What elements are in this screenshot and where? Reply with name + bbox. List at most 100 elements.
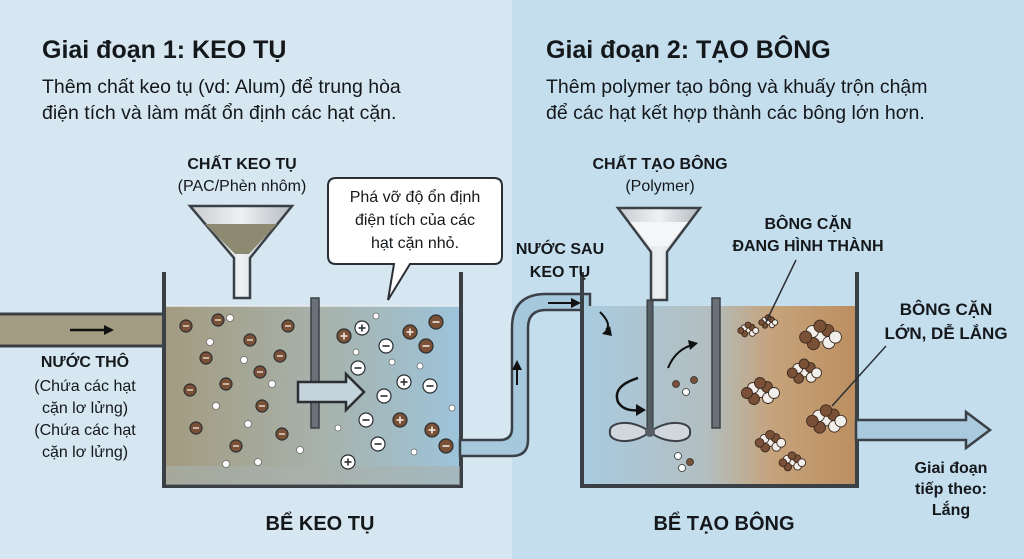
flow-arrow-icon	[599, 311, 612, 336]
charged-particle	[438, 438, 454, 454]
small-particle	[672, 380, 680, 388]
next-stage-line: Giai đoạn	[914, 460, 988, 477]
particle	[273, 349, 287, 363]
charged-particle	[370, 436, 386, 452]
large-floc-line: LỚN, DỄ LẮNG	[884, 324, 1008, 343]
floc-forming-line: BÔNG CẶN	[764, 216, 852, 233]
charged-particle	[350, 360, 366, 376]
particle	[253, 365, 267, 379]
bubble-line: điện tích của các	[354, 212, 476, 229]
small-particle	[674, 452, 682, 460]
charged-particle	[422, 378, 438, 394]
raw-water-label: NƯỚC THÔ	[40, 354, 130, 371]
next-stage-line: tiếp theo:	[915, 481, 987, 498]
floc-cluster	[786, 358, 822, 384]
floc-forming-line: ĐANG HÌNH THÀNH	[732, 238, 884, 255]
particle	[219, 377, 233, 391]
small-particle	[334, 424, 342, 432]
small-particle	[686, 458, 694, 466]
small-particle	[388, 358, 396, 366]
floc-cluster	[778, 451, 807, 472]
large-floc-line: BÔNG CẶN	[899, 300, 993, 319]
small-particle	[222, 460, 230, 468]
stage2-description: Thêm polymer tạo bông và khuấy trộn chậm…	[546, 74, 928, 126]
charged-particle	[396, 374, 412, 390]
small-particles	[672, 376, 698, 472]
stage2-desc-line: để các hạt kết hợp thành các bông lớn hơ…	[546, 102, 925, 124]
stage1-desc-line: điện tích và làm mất ổn định các hạt cặn…	[42, 102, 397, 124]
particle	[255, 399, 269, 413]
tank1-label: BỂ KEO TỤ	[265, 513, 375, 535]
charged-particle	[336, 328, 352, 344]
bubble-line: Phá vỡ độ ổn định	[349, 189, 481, 206]
particle	[183, 383, 197, 397]
outlet-arrow	[854, 409, 993, 451]
bubble-text: Phá vỡ độ ổn định điện tích của các hạt …	[330, 186, 500, 255]
floc-cluster	[741, 377, 780, 405]
floc-cluster	[737, 321, 760, 338]
particle	[229, 439, 243, 453]
coagulant-label: CHẤT KEO TỤ	[187, 156, 297, 173]
flocculant-sub: (Polymer)	[625, 178, 695, 195]
charged-particle	[358, 412, 374, 428]
small-particle	[682, 388, 690, 396]
small-particle	[372, 312, 380, 320]
raw-water-line: (Chứa các hạt	[34, 422, 136, 439]
pipe	[458, 292, 592, 458]
raw-water-description: (Chứa các hạt cặn lơ lửng) (Chứa các hạt…	[0, 376, 170, 464]
large-floc-label: BÔNG CẶN LỚN, DỄ LẮNG	[868, 298, 1024, 346]
coagulant-sub: (PAC/Phèn nhôm)	[177, 178, 307, 195]
next-stage-line: Lắng	[931, 502, 971, 519]
small-particle	[296, 446, 304, 454]
speech-bubble	[327, 177, 503, 301]
floc-cluster	[806, 404, 847, 434]
charged-particle	[424, 422, 440, 438]
charged-particle	[418, 338, 434, 354]
particle	[275, 427, 289, 441]
raw-water-line: cặn lơ lửng)	[41, 400, 129, 417]
particle	[211, 313, 225, 327]
floc-cluster	[754, 429, 787, 453]
particle	[179, 319, 193, 333]
small-particle	[690, 376, 698, 384]
small-particle	[244, 420, 252, 428]
bubble-line: hạt cặn nhỏ.	[370, 235, 460, 252]
inlet-pipe	[0, 312, 169, 348]
small-particle	[678, 464, 686, 472]
small-particle	[352, 348, 360, 356]
rotation-arrow-icon	[615, 340, 698, 416]
charged-particle	[392, 412, 408, 428]
suspended-particles	[179, 313, 304, 468]
stage1-title: Giai đoạn 1: KEO TỤ	[42, 36, 287, 64]
small-particle	[212, 402, 220, 410]
after-coag-line: NƯỚC SAU	[515, 241, 605, 258]
charged-particle	[340, 454, 356, 470]
charged-particles	[334, 312, 456, 470]
next-stage-label: Giai đoạn tiếp theo: Lắng	[886, 458, 1016, 521]
small-particle	[240, 356, 248, 364]
small-particle	[226, 314, 234, 322]
flocculant-label: CHẤT TẠO BÔNG	[592, 156, 728, 173]
flow-arrow-icon	[70, 325, 114, 335]
small-particle	[268, 380, 276, 388]
raw-water-line: (Chứa các hạt	[34, 378, 136, 395]
stage2-desc-line: Thêm polymer tạo bông và khuấy trộn chậm	[546, 76, 928, 98]
tank2-label: BỂ TẠO BÔNG	[653, 513, 795, 535]
annotation-pointer	[765, 259, 887, 407]
floc-cluster	[799, 319, 842, 351]
particle	[189, 421, 203, 435]
charged-particle	[428, 314, 444, 330]
small-particle	[416, 362, 424, 370]
stage1-desc-line: Thêm chất keo tụ (vd: Alum) để trung hòa	[42, 76, 401, 98]
funnel-icon	[615, 206, 703, 302]
small-particle	[206, 338, 214, 346]
funnel-icon	[187, 204, 295, 300]
floc-forming-label: BÔNG CẶN ĐANG HÌNH THÀNH	[720, 214, 896, 258]
particle	[243, 333, 257, 347]
flow-arrow-icon	[296, 370, 366, 414]
particle	[281, 319, 295, 333]
after-coagulation-label: NƯỚC SAU KEO TỤ	[500, 238, 620, 284]
small-particle	[448, 404, 456, 412]
particle	[199, 351, 213, 365]
